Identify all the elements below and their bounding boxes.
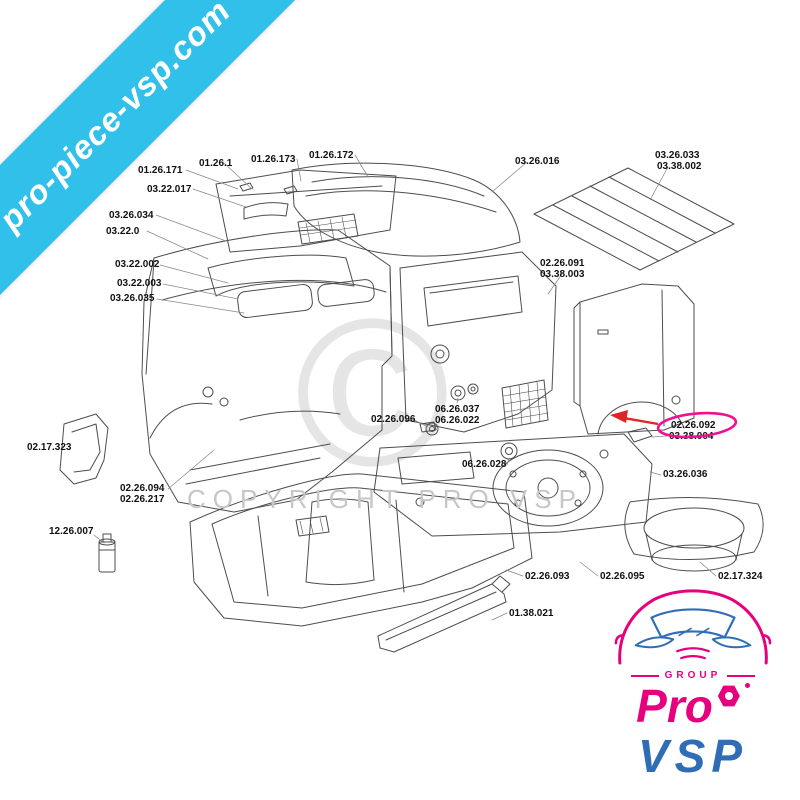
main-body-shell [141, 229, 393, 513]
car-sketch-icon [614, 589, 772, 665]
part-label: 02.26.096 [371, 414, 416, 425]
rear-bulkhead-panel [399, 251, 557, 433]
part-label: 03.22.003 [117, 278, 162, 289]
highlighted-part-label: 02.26.092 [671, 420, 716, 431]
part-label: 06.26.028 [462, 459, 507, 470]
left-bracket [59, 413, 109, 485]
part-label: 02.26.094 [120, 483, 165, 494]
part-label: 02.26.217 [120, 494, 165, 505]
part-label: 03.38.004 [669, 431, 714, 442]
logo-group-label: GROUP [664, 670, 722, 681]
part-label: 03.26.033 [655, 150, 700, 161]
part-label: 01.26.172 [309, 150, 354, 161]
part-label: 03.26.016 [515, 156, 560, 167]
rear-floor-panel [373, 433, 653, 537]
part-label: 01.26.171 [138, 165, 183, 176]
part-label: 06.26.037 [435, 404, 480, 415]
copyright-symbol-watermark: © [295, 275, 450, 510]
spark-dot-icon [744, 683, 750, 688]
hex-nut-icon [717, 685, 740, 707]
sill-strip [377, 575, 511, 653]
logo-rule-right [727, 674, 756, 677]
copyright-watermark: COPYRIGHT PRO VSP [187, 484, 583, 514]
part-label: 03.22.0 [106, 226, 140, 237]
part-label: 03.22.017 [147, 184, 192, 195]
logo-pro-row: Pro [636, 683, 750, 729]
right-quarter-panel [573, 283, 695, 443]
part-label: 01.26.1 [199, 158, 233, 169]
corrugated-shelf-panel [533, 167, 735, 271]
part-label: 03.22.002 [115, 259, 160, 270]
hex-nut-hole [724, 692, 733, 700]
part-label: 02.26.093 [525, 571, 570, 582]
part-label: 06.26.022 [435, 415, 480, 426]
leader-lines [93, 154, 717, 621]
part-label: 02.17.324 [718, 571, 763, 582]
part-label: 03.26.036 [663, 469, 708, 480]
part-label: 03.38.002 [657, 161, 702, 172]
provsp-logo: GROUP Pro VSP [598, 584, 788, 779]
spray-can [98, 533, 116, 573]
part-label: 01.26.173 [251, 154, 296, 165]
logo-pro-text: Pro [636, 680, 713, 732]
logo-group-row: GROUP [630, 670, 756, 681]
roof-outer-panel [291, 162, 521, 257]
logo-rule-left [630, 674, 659, 677]
wheel-tub [624, 496, 764, 572]
part-label: 03.26.035 [110, 293, 155, 304]
part-label: 02.26.091 [540, 258, 585, 269]
headliner-panel [215, 169, 397, 253]
part-label: 01.38.021 [509, 608, 554, 619]
floor-carpet [189, 473, 533, 627]
part-label: 02.17.323 [27, 442, 72, 453]
part-label: 03.38.003 [540, 269, 585, 280]
part-label: 12.26.007 [49, 526, 94, 537]
logo-vsp-text: VSP [637, 730, 749, 782]
part-label: 03.26.034 [109, 210, 154, 221]
part-label: 02.26.095 [600, 571, 645, 582]
